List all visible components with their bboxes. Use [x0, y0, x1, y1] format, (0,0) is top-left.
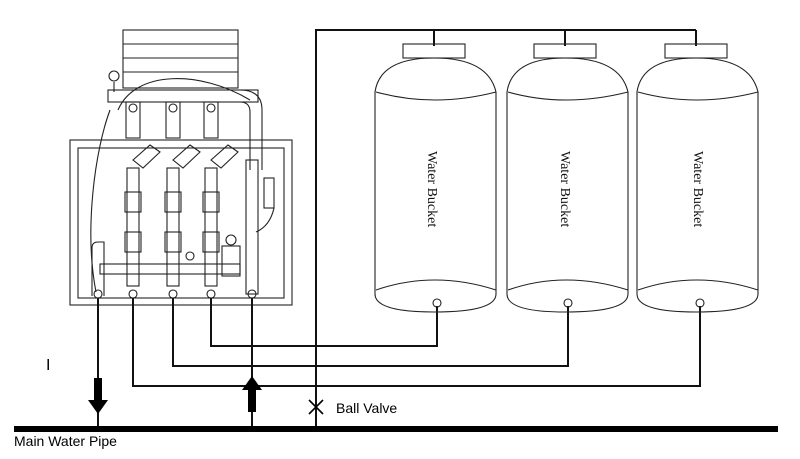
- bucket-label: Water Bucket: [557, 151, 572, 227]
- bucket-label: Water Bucket: [690, 151, 705, 227]
- machine-unit: [69, 29, 293, 306]
- outlet-fittings: [93, 289, 257, 299]
- ball-valve-icon: [308, 399, 324, 415]
- bucket-outlet-icon: [563, 298, 573, 308]
- main-water-pipe: [14, 426, 778, 432]
- bucket-outlet-icon: [432, 298, 442, 308]
- ball-valve-label: Ball Valve: [336, 400, 397, 416]
- flow-arrow-down: [88, 378, 108, 414]
- bucket-label: Water Bucket: [424, 151, 439, 227]
- side-mark: I: [46, 357, 50, 374]
- bucket-outlet-icon: [695, 298, 705, 308]
- water-bucket-3: Water Bucket: [636, 43, 759, 313]
- flow-arrow-up: [242, 376, 262, 412]
- water-bucket-2: Water Bucket: [506, 43, 629, 313]
- main-water-pipe-label: Main Water Pipe: [14, 433, 117, 449]
- water-bucket-1: Water Bucket: [374, 43, 497, 313]
- connection-pipes: [97, 29, 701, 426]
